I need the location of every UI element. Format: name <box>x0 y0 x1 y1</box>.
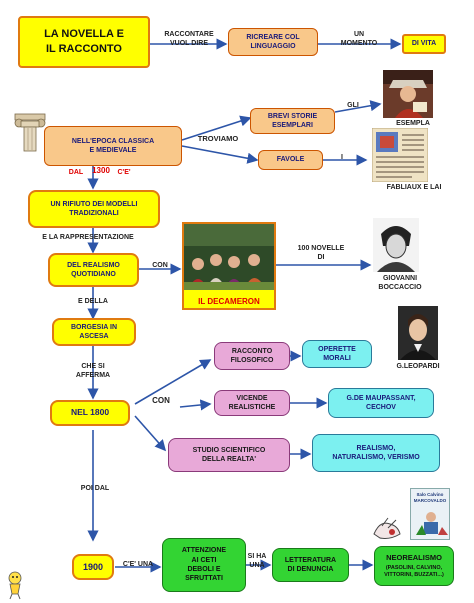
neorealismo-authors: (PASOLINI, CALVINO, VITTORINI, BUZZATI..… <box>384 564 444 579</box>
box-realismo-naturalismo: REALISMO, NATURALISMO, VERISMO <box>312 434 440 472</box>
box-di-vita: DI VITA <box>402 34 446 54</box>
decameron-image: IL DECAMERON <box>182 222 276 310</box>
label-leopardi: G.LEOPARDI <box>396 363 440 370</box>
book-title: Italo Calvino MARCOVALDO <box>413 492 447 503</box>
box-borghesia: BORGESIA IN ASCESA <box>52 318 136 346</box>
box-year-1900: 1900 <box>72 554 114 580</box>
mascot-figure-icon <box>4 570 26 600</box>
box-operette-morali: OPERETTE MORALI <box>302 340 372 368</box>
label-dal: DAL <box>68 169 84 176</box>
leopardi-portrait-image <box>398 306 438 360</box>
box-attenzione: ATTENZIONE AI CETI DEBOLI E SFRUTTATI <box>162 538 246 592</box>
decameron-caption: IL DECAMERON <box>198 297 260 306</box>
label-fabliaux: FABLIAUX E LAI <box>386 184 442 191</box>
label-ce-1: C'E' <box>117 169 131 176</box>
label-poi-dal: POI DAL <box>80 485 110 492</box>
label-che-si-afferma: CHE SI AFFERMA <box>75 363 111 380</box>
label-con-2: CON <box>152 396 170 405</box>
box-studio-scientifico: STUDIO SCIENTIFICO DELLA REALTA' <box>168 438 290 472</box>
box-ricreare: RICREARE COL LINGUAGGIO <box>228 28 318 56</box>
label-troviamo: TROVIAMO <box>197 134 239 143</box>
box-vicende-realistiche: VICENDE REALISTICHE <box>214 390 290 416</box>
arrow-brevi-esempla <box>334 100 382 113</box>
box-rifiuto: UN RIFIUTO DEI MODELLI TRADIZIONALI <box>28 190 160 228</box>
arrow-epoca-favole <box>181 145 259 164</box>
marcovaldo-book-image: Italo Calvino MARCOVALDO <box>410 488 450 540</box>
label-raccontare: RACCONTARE VUOL DIRE <box>164 31 214 48</box>
neorealismo-title: NEOREALISMO <box>386 552 442 562</box>
scholar-portrait-image <box>383 70 433 118</box>
label-giovanni-boccaccio: GIOVANNI BOCCACCIO <box>378 275 422 292</box>
column-capital-icon <box>14 112 46 152</box>
label-ce-una: C'E' UNA <box>122 561 154 568</box>
label-con-1: CON <box>152 262 168 269</box>
box-maupassant-cechov: G.DE MAUPASSANT, CECHOV <box>328 388 434 418</box>
box-favole: FAVOLE <box>258 150 323 170</box>
label-un-momento: UN MOMENTO <box>340 31 378 48</box>
box-letteratura: LETTERATURA DI DENUNCIA <box>272 548 349 582</box>
label-e-la: E LA RAPPRESENTAZIONE <box>42 234 134 241</box>
arrow-1800-vicende <box>179 399 212 411</box>
arrow-1800-racconto <box>134 359 212 405</box>
box-realismo: DEL REALISMO QUOTIDIANO <box>48 253 139 287</box>
box-epoca: NELL'EPOCA CLASSICA E MEDIEVALE <box>44 126 182 166</box>
label-gli: GLI <box>347 102 359 109</box>
label-100-novelle: 100 NOVELLE DI <box>297 245 345 262</box>
label-e-della: E DELLA <box>78 298 108 305</box>
box-brevi: BREVI STORIE ESEMPLARI <box>250 108 335 134</box>
label-year-1300: 1300 <box>92 166 110 175</box>
label-i: I <box>341 154 343 161</box>
arrow-epoca-brevi <box>181 115 252 141</box>
hand-drawing-icon <box>370 514 404 542</box>
arrow-1800-studio <box>134 415 167 452</box>
box-nel-1800: NEL 1800 <box>50 400 130 426</box>
label-si-ha-una: SI HA UNA <box>247 553 267 570</box>
title-box: LA NOVELLA E IL RACCONTO <box>18 16 150 68</box>
box-racconto-filosofico: RACCONTO FILOSOFICO <box>214 342 290 370</box>
label-esempla: ESEMPLA <box>396 120 430 127</box>
manuscript-image <box>372 128 428 182</box>
boccaccio-portrait-image <box>373 218 419 272</box>
box-neorealismo: NEOREALISMO (PASOLINI, CALVINO, VITTORIN… <box>374 546 454 586</box>
